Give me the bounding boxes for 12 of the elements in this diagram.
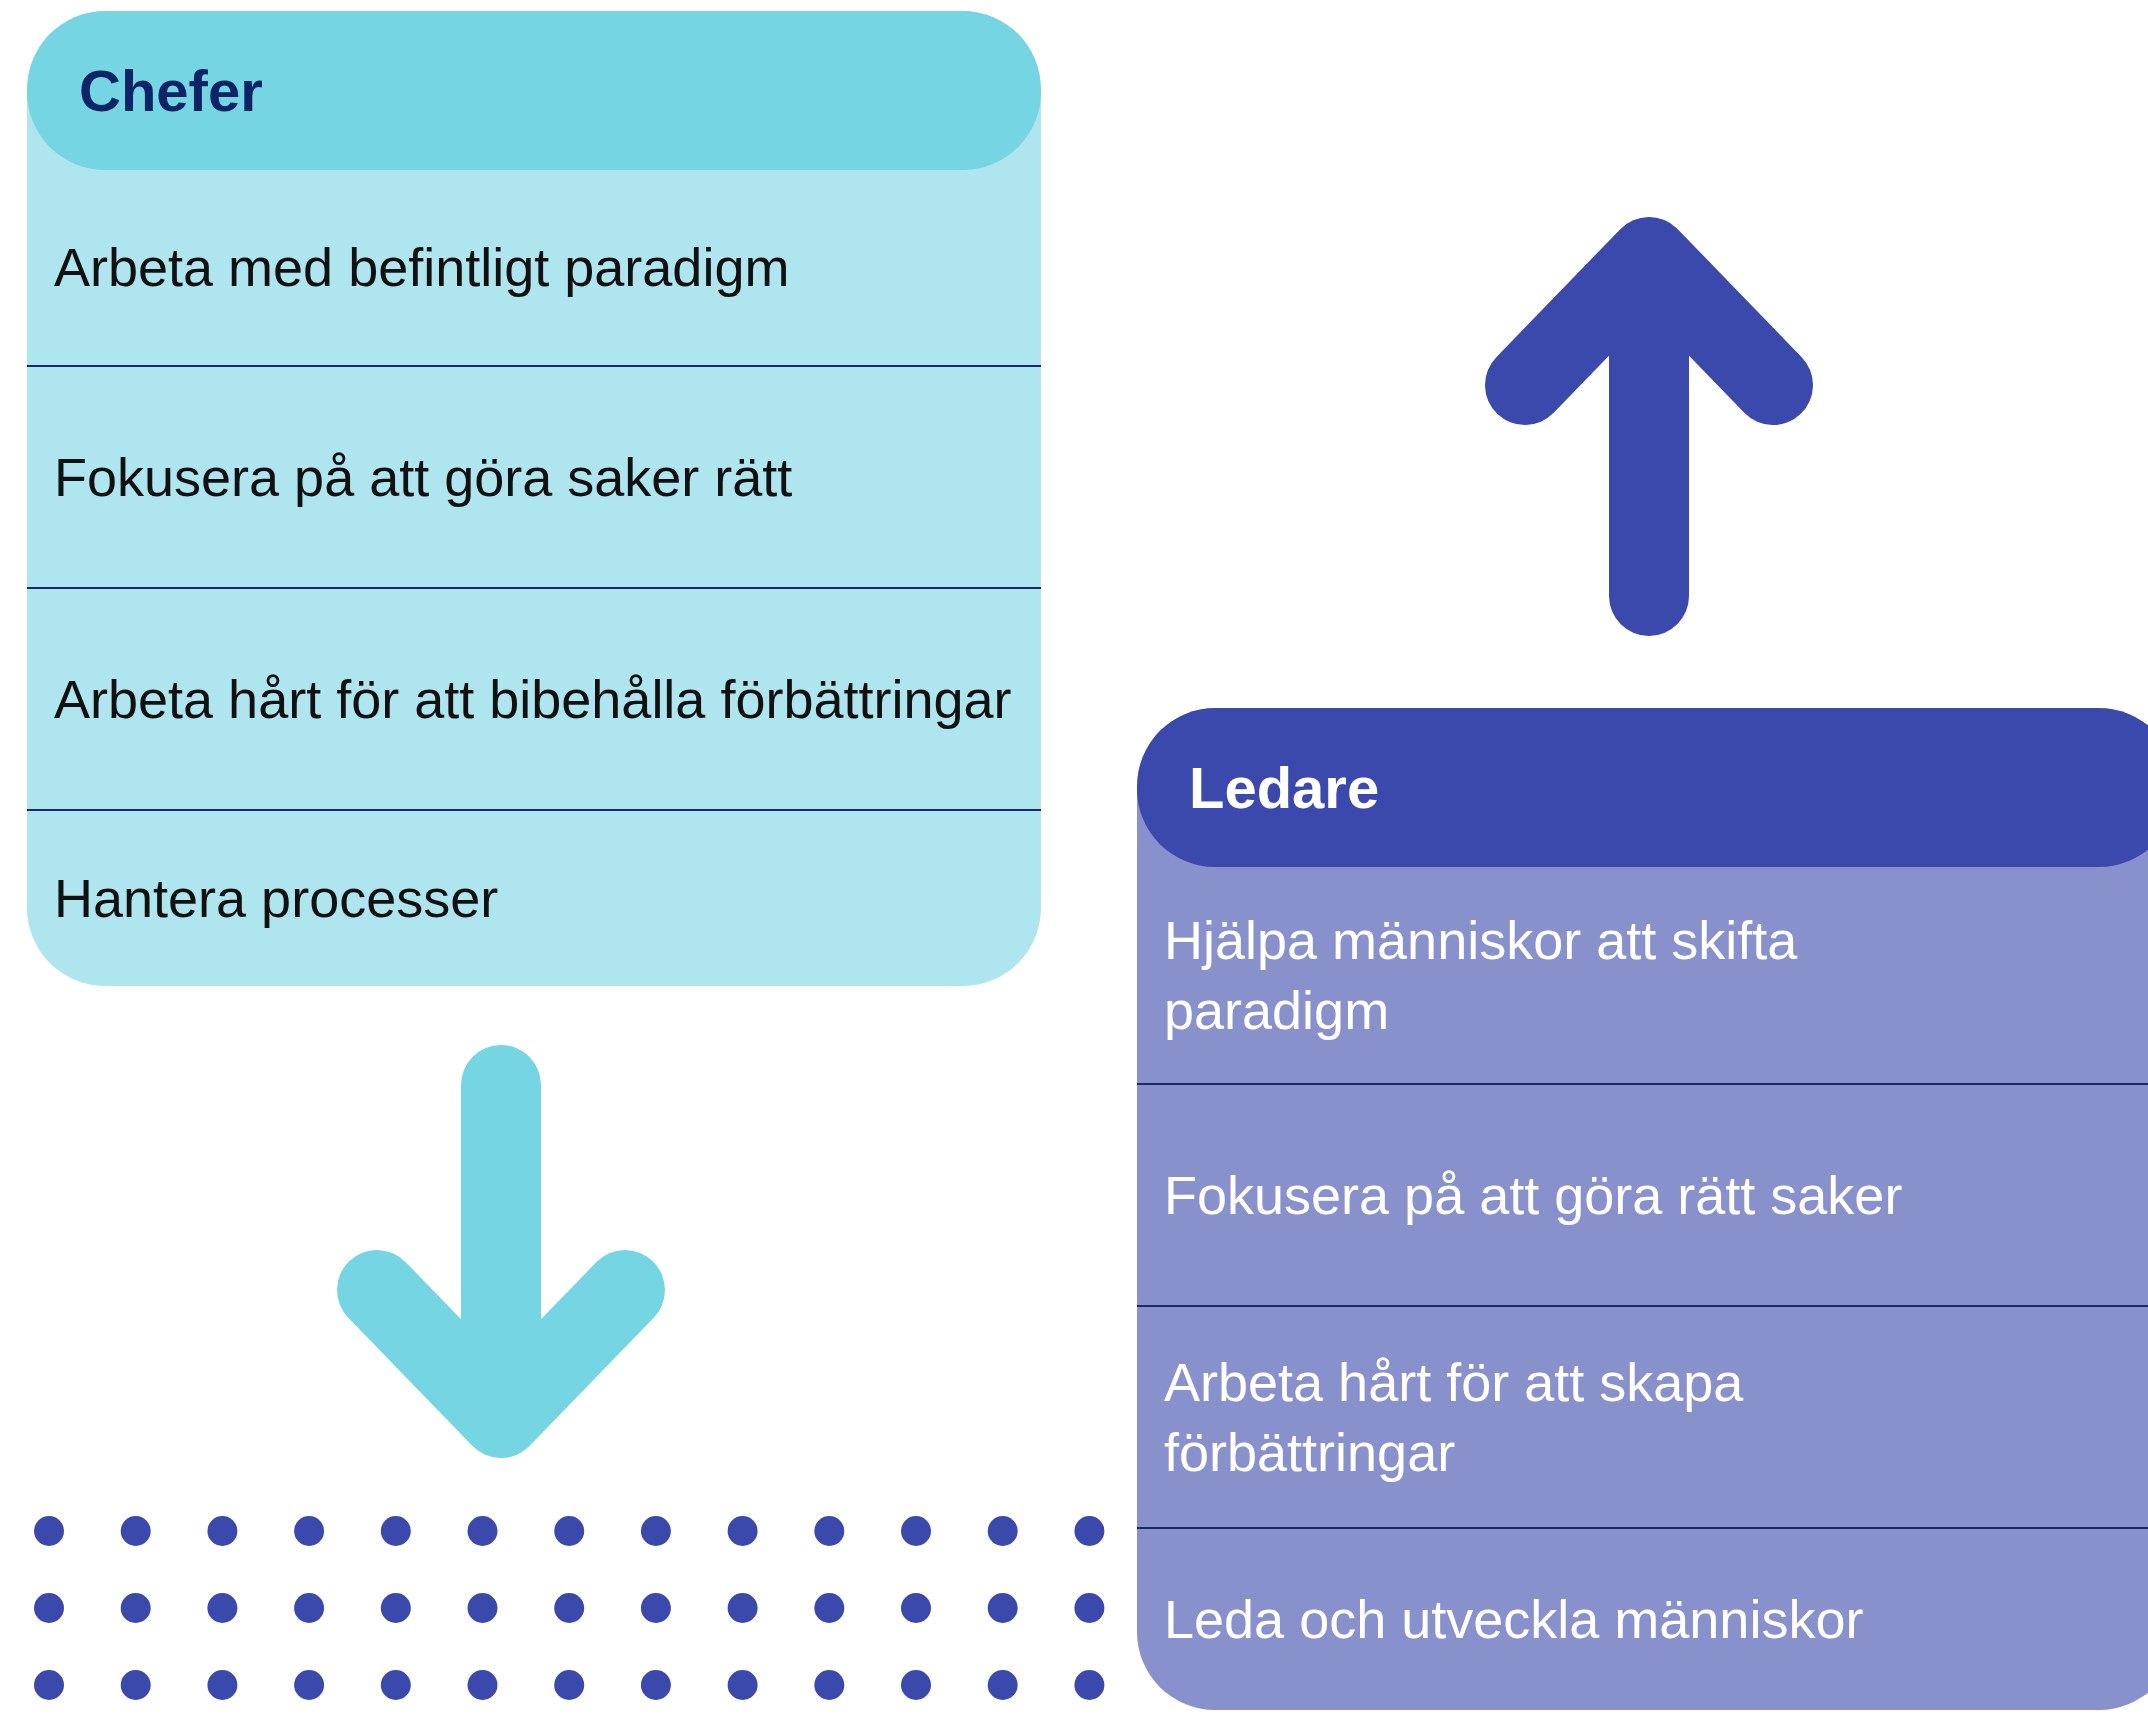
row-text: Arbeta hårt för att skapa förbättringar (1164, 1350, 1745, 1484)
row-text: Fokusera på att göra saker rätt (54, 445, 793, 509)
row-text: Hantera processer (54, 867, 499, 931)
row-text: Leda och utveckla människor (1164, 1588, 1864, 1652)
row-text: Arbeta hårt för att bibehålla förbättringar (54, 667, 1012, 731)
manager-card (27, 11, 1041, 986)
row-text: Fokusera på att göra rätt saker (1164, 1163, 1903, 1227)
card-title: Ledare (1189, 754, 1380, 821)
row-text: Hjälpa människor att skifta paradigm (1164, 908, 1799, 1042)
row-text: Arbeta med befintligt paradigm (54, 236, 790, 300)
card-title: Chefer (79, 57, 263, 124)
leader-card (1137, 708, 2148, 1710)
